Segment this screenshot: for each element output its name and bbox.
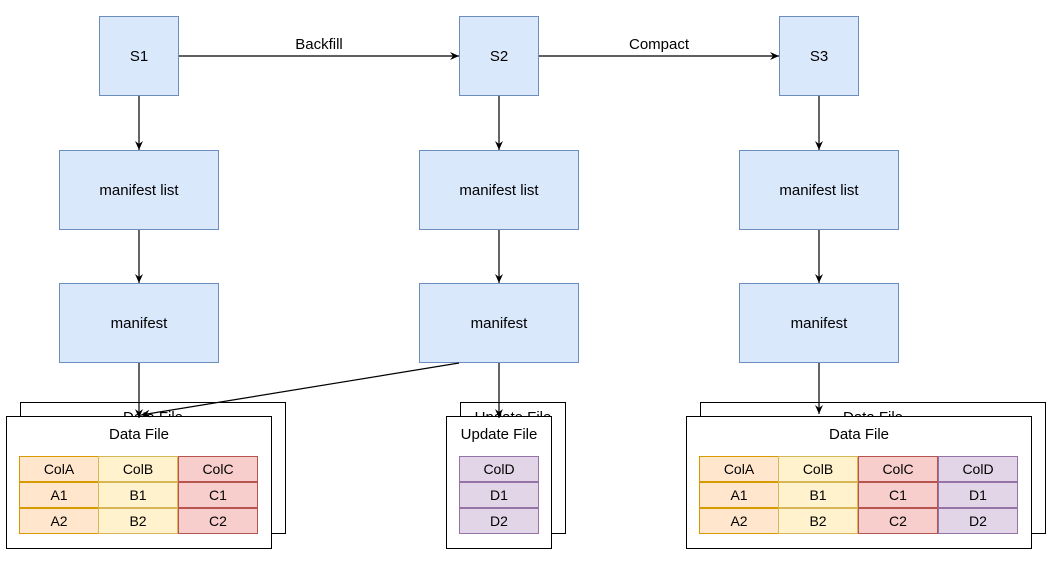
table-cell: B1 [98, 482, 178, 508]
table-cell: B2 [98, 508, 178, 534]
column-header: ColC [858, 456, 938, 482]
manifest-list-s3: manifest list [739, 150, 899, 230]
table-cell: B1 [778, 482, 858, 508]
table-cell: C1 [858, 482, 938, 508]
manifest-s1: manifest [59, 283, 219, 363]
file-title: Update File [460, 426, 538, 443]
column-header: ColB [778, 456, 858, 482]
column-header: ColB [98, 456, 178, 482]
column-header: ColD [938, 456, 1018, 482]
manifest-list-s1: manifest list [59, 150, 219, 230]
manifest-list-s2: manifest list [419, 150, 579, 230]
table-cell: A1 [19, 482, 99, 508]
manifest-s2: manifest [419, 283, 579, 363]
snapshot-s3: S3 [779, 16, 859, 96]
table-cell: D1 [938, 482, 1018, 508]
table-cell: A2 [19, 508, 99, 534]
table-cell: C1 [178, 482, 258, 508]
table-cell: D2 [938, 508, 1018, 534]
table-cell: A1 [699, 482, 779, 508]
column-header: ColC [178, 456, 258, 482]
column-header: ColD [459, 456, 539, 482]
column-header: ColA [699, 456, 779, 482]
transition-label-s2-s3: Compact [626, 36, 692, 54]
file-title: Data File [108, 426, 170, 443]
table-cell: A2 [699, 508, 779, 534]
snapshot-s1: S1 [99, 16, 179, 96]
manifest-s3: manifest [739, 283, 899, 363]
snapshot-s2: S2 [459, 16, 539, 96]
file-title: Data File [828, 426, 890, 443]
table-cell: D1 [459, 482, 539, 508]
column-header: ColA [19, 456, 99, 482]
table-cell: D2 [459, 508, 539, 534]
table-cell: C2 [178, 508, 258, 534]
transition-label-s1-s2: Backfill [293, 36, 345, 54]
arrow-manifest-s2-to-file1 [140, 362, 460, 418]
table-cell: C2 [858, 508, 938, 534]
table-cell: B2 [778, 508, 858, 534]
